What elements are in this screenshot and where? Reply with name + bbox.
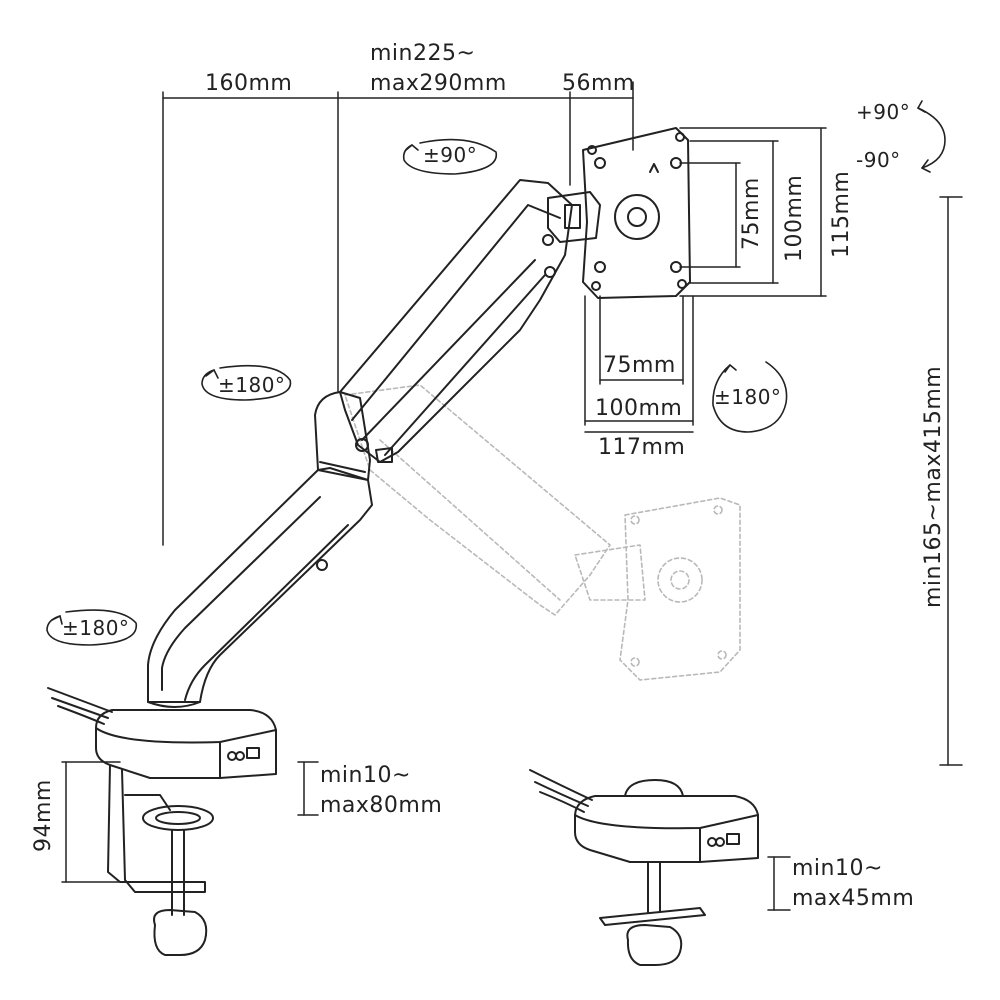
clamp-height-label: 94mm <box>31 779 56 852</box>
arm-mount-illustration <box>147 179 601 703</box>
tilt-down-label: -90° <box>856 148 901 172</box>
grommet-base-illustration <box>529 769 759 966</box>
vesa-small-w-label: 75mm <box>603 353 676 378</box>
swivel-arm-label: ±180° <box>218 373 286 397</box>
height-range-label: min165~max415mm <box>921 365 946 608</box>
extension-label-line1: min225~ <box>370 41 476 66</box>
dimension-lines <box>61 81 963 911</box>
vesa-large-h-label: 100mm <box>782 174 807 262</box>
clamp-base-illustration <box>47 687 277 956</box>
clamp-range-line1: min10~ <box>320 763 411 788</box>
lowered-arm-ghost <box>344 384 741 681</box>
plate-rotation-label: ±180° <box>714 385 782 409</box>
vesa-plate <box>582 127 691 299</box>
vesa-large-w-label: 100mm <box>595 396 683 421</box>
arm-reach-label: 160mm <box>205 71 293 96</box>
plate-offset-label: 56mm <box>562 71 635 96</box>
swivel-head-label: ±90° <box>423 143 478 167</box>
grommet-range-line1: min10~ <box>792 856 883 881</box>
plate-h-label: 115mm <box>829 170 854 258</box>
swivel-base-label: ±180° <box>62 616 130 640</box>
grommet-range-line2: max45mm <box>792 886 915 911</box>
rotation-arrow-icon <box>46 100 946 646</box>
plate-w-label: 117mm <box>598 435 686 460</box>
vesa-small-h-label: 75mm <box>739 177 764 250</box>
tilt-up-label: +90° <box>856 100 911 124</box>
clamp-range-line2: max80mm <box>320 793 443 818</box>
extension-label-line2: max290mm <box>370 71 507 96</box>
